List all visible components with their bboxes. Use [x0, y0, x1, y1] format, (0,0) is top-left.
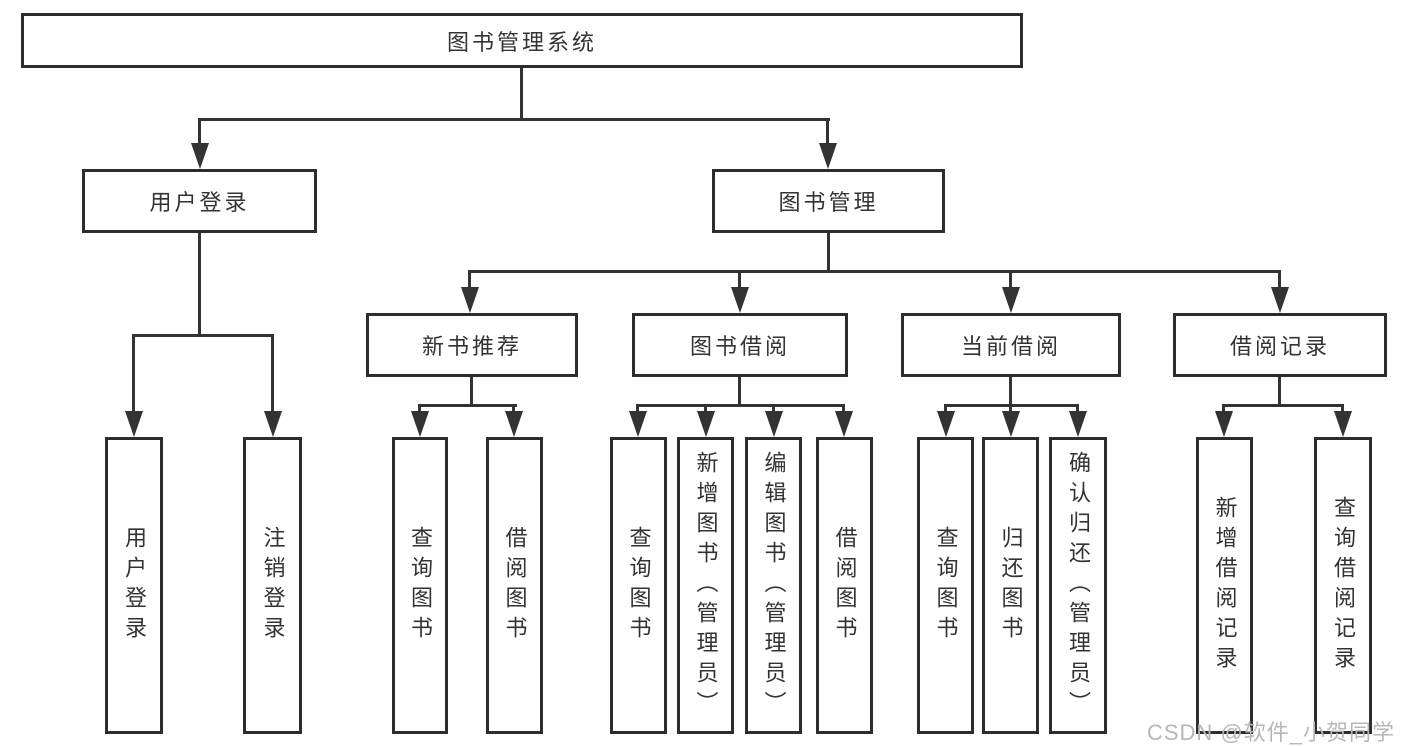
leaf-query-books-borrow: 查询图书	[610, 437, 667, 734]
connector-line	[520, 68, 523, 120]
vertical-label: 新增借阅记录	[1212, 495, 1238, 676]
vertical-label: 查询图书	[408, 525, 433, 646]
node-label: 图书管理系统	[446, 29, 597, 55]
arrow-down-icon	[1002, 287, 1020, 313]
csdn-watermark: CSDN @软件_小贺同学	[1146, 720, 1395, 745]
connector-line	[1341, 404, 1344, 411]
connector-line	[468, 270, 1281, 273]
connector-line	[132, 334, 274, 337]
connector-line	[1222, 404, 1225, 411]
vertical-label: 新增图书（管理员）	[693, 450, 719, 721]
connector-line	[418, 404, 517, 407]
arrow-down-icon	[731, 287, 749, 313]
node-borrow-records: 借阅记录	[1173, 313, 1387, 377]
connector-line	[944, 404, 947, 411]
node-book-management: 图书管理	[712, 169, 945, 233]
arrow-down-icon	[937, 411, 955, 437]
arrow-down-icon	[765, 411, 783, 437]
connector-line	[198, 233, 201, 336]
vertical-label: 用户登录	[122, 525, 147, 646]
arrow-down-icon	[1271, 287, 1289, 313]
connector-line	[1009, 270, 1012, 287]
vertical-label: 查询图书	[933, 525, 959, 646]
leaf-logout: 注销登录	[243, 437, 302, 734]
vertical-label: 编辑图书（管理员）	[761, 450, 787, 721]
connector-line	[772, 404, 775, 411]
arrow-down-icon	[629, 411, 647, 437]
arrow-down-icon	[835, 411, 853, 437]
leaf-query-books-recommend: 查询图书	[392, 437, 448, 734]
connector-line	[512, 404, 515, 411]
node-user-login: 用户登录	[82, 169, 317, 233]
connector-line	[738, 270, 741, 287]
connector-line	[198, 118, 201, 148]
vertical-label: 查询借阅记录	[1331, 495, 1356, 676]
arrow-down-icon	[411, 411, 429, 437]
leaf-return-books: 归还图书	[982, 437, 1039, 734]
arrow-down-icon	[505, 411, 523, 437]
leaf-query-borrow-record: 查询借阅记录	[1314, 437, 1372, 734]
connector-line	[842, 404, 845, 411]
vertical-label: 借阅图书	[832, 525, 858, 646]
leaf-add-book-admin: 新增图书（管理员）	[677, 437, 734, 734]
connector-line	[1222, 404, 1344, 407]
connector-line	[418, 404, 421, 411]
node-current-borrow: 当前借阅	[901, 313, 1121, 377]
arrow-down-icon	[1334, 411, 1352, 437]
connector-line	[1278, 270, 1281, 287]
connector-line	[826, 118, 829, 148]
vertical-label: 借阅图书	[502, 525, 528, 646]
arrow-down-icon	[191, 143, 209, 169]
leaf-query-books-current: 查询图书	[917, 437, 974, 734]
node-new-book-recommend: 新书推荐	[366, 313, 578, 377]
arrow-down-icon	[697, 411, 715, 437]
leaf-add-borrow-record: 新增借阅记录	[1196, 437, 1253, 734]
node-label: 图书管理	[778, 190, 879, 215]
connector-line	[636, 404, 845, 407]
arrow-down-icon	[1002, 411, 1020, 437]
connector-line	[1278, 377, 1281, 407]
node-library-system: 图书管理系统	[21, 13, 1023, 68]
node-label: 借阅记录	[1229, 334, 1330, 359]
node-label: 新书推荐	[421, 334, 522, 359]
connector-line	[198, 118, 830, 121]
connector-line	[470, 377, 473, 407]
leaf-edit-book-admin: 编辑图书（管理员）	[745, 437, 802, 734]
node-label: 用户登录	[149, 190, 250, 215]
node-book-borrow: 图书借阅	[632, 313, 848, 377]
arrow-down-icon	[1069, 411, 1087, 437]
connector-line	[1076, 404, 1079, 411]
leaf-borrow-books-recommend: 借阅图书	[486, 437, 543, 734]
leaf-user-login: 用户登录	[105, 437, 163, 734]
arrow-down-icon	[125, 411, 143, 437]
vertical-label: 确认归还（管理员）	[1066, 450, 1091, 721]
vertical-label: 注销登录	[260, 525, 286, 646]
connector-line	[1009, 404, 1012, 411]
connector-line	[1009, 377, 1012, 407]
node-label: 图书借阅	[689, 334, 790, 359]
arrow-down-icon	[1215, 411, 1233, 437]
connector-line	[468, 270, 471, 287]
leaf-confirm-return-admin: 确认归还（管理员）	[1049, 437, 1107, 734]
connector-line	[704, 404, 707, 411]
leaf-borrow-books: 借阅图书	[816, 437, 873, 734]
connector-line	[636, 404, 639, 411]
vertical-label: 查询图书	[626, 525, 652, 646]
node-label: 当前借阅	[960, 334, 1061, 359]
arrow-down-icon	[461, 287, 479, 313]
arrow-down-icon	[264, 411, 282, 437]
connector-line	[132, 334, 135, 411]
vertical-label: 归还图书	[998, 525, 1024, 646]
connector-line	[271, 334, 274, 411]
arrow-down-icon	[819, 143, 837, 169]
connector-line	[738, 377, 741, 407]
connector-line	[827, 233, 830, 273]
